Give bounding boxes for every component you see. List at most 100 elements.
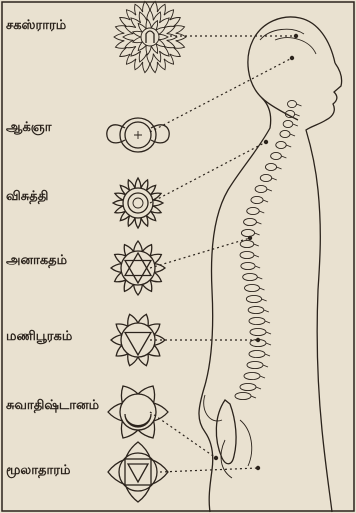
hexagram-triangle: [125, 261, 151, 284]
vertebra: [283, 120, 293, 127]
vertebra: [265, 163, 276, 170]
petal: [164, 40, 175, 47]
vertebra: [240, 383, 256, 390]
petal: [120, 17, 131, 26]
point-ajna: [290, 56, 294, 60]
petal: [120, 48, 131, 57]
petal: [135, 218, 141, 228]
spinous-process: [259, 211, 264, 213]
spinous-process: [254, 244, 259, 246]
label-manipura: மணிபூரகம்: [6, 329, 102, 345]
vertebra: [276, 141, 286, 148]
vertebra: [280, 130, 290, 137]
label-anahata: அனாகதம்: [6, 253, 102, 269]
spinous-process: [265, 321, 270, 323]
petal: [125, 40, 136, 47]
point-sahasrara: [294, 34, 298, 38]
spinous-process: [272, 178, 277, 180]
sixteen-petal-lotus-icon: [113, 178, 163, 228]
downward-triangle: [125, 333, 151, 356]
spinous-process: [281, 156, 286, 158]
vertebra: [250, 328, 266, 335]
six-petal-crescent-lotus-icon: [108, 386, 168, 438]
petal: [125, 485, 150, 502]
point-manipura: [256, 338, 260, 342]
twelve-petal-hexagram-lotus-icon: [111, 241, 165, 295]
spinous-process: [263, 365, 268, 367]
vertebra: [251, 196, 263, 203]
point-anahata: [248, 236, 252, 240]
spinous-process: [266, 332, 271, 334]
point-svadhishthana: [214, 456, 218, 460]
label-vishuddhi: விசுத்தி: [6, 189, 102, 205]
petal: [150, 62, 157, 73]
petal: [138, 23, 146, 32]
spinous-process: [290, 134, 295, 136]
petal: [125, 442, 150, 459]
spinous-process: [297, 104, 302, 106]
label-ajna: ஆக்ஞா: [6, 120, 102, 136]
vertebra: [255, 185, 267, 192]
hexagram-triangle: [125, 253, 151, 276]
spinous-process: [262, 299, 267, 301]
lotus-ring: [121, 251, 155, 285]
sacrum: [216, 400, 236, 464]
label-svadhishthana: சுவாதிஷ்டானம்: [6, 398, 102, 414]
petal: [146, 19, 151, 29]
spinous-process: [260, 376, 265, 378]
petal: [156, 40, 165, 47]
vertebra: [244, 218, 257, 225]
spinous-process: [259, 288, 264, 290]
vertebra: [246, 295, 261, 302]
spinous-process: [286, 145, 291, 147]
petal: [170, 48, 181, 57]
leader-lines: [150, 34, 298, 472]
petal: [134, 284, 143, 295]
vertebra: [244, 372, 260, 379]
petal: [150, 1, 157, 12]
petal: [159, 34, 168, 39]
vertebra: [240, 240, 254, 247]
petal: [108, 459, 125, 484]
spinous-process: [255, 233, 260, 235]
spinous-process: [293, 124, 298, 126]
petal: [111, 264, 122, 273]
brain-outline: [275, 38, 316, 54]
vertebra: [260, 174, 271, 181]
petal: [143, 62, 150, 73]
spinous-process: [264, 310, 269, 312]
human-body-silhouette: [199, 17, 342, 512]
four-petal-square-lotus-icon: [108, 442, 168, 502]
petal: [146, 45, 151, 55]
vertebra: [240, 251, 254, 258]
bija-mark: [146, 31, 154, 43]
spinous-process: [267, 189, 272, 191]
spinous-process: [256, 222, 261, 224]
vertebra: [288, 100, 297, 107]
spinous-process: [257, 277, 262, 279]
vertebra: [247, 207, 260, 214]
vertebra: [241, 262, 255, 269]
vertebra: [243, 273, 258, 280]
vertebra: [241, 229, 254, 236]
vertebra: [245, 284, 260, 291]
vertebra: [235, 392, 251, 399]
spinous-process: [263, 200, 268, 202]
two-petal-lotus-icon: [107, 118, 169, 152]
point-vishuddhi: [264, 140, 268, 144]
petal: [123, 34, 133, 41]
vertebra: [249, 317, 265, 324]
petal: [139, 12, 146, 23]
spinous-process: [277, 167, 282, 169]
petal: [153, 200, 163, 206]
spinous-process: [265, 354, 270, 356]
lotus-core: [133, 198, 143, 208]
petal: [134, 241, 143, 252]
petal: [156, 27, 165, 34]
petal: [143, 1, 150, 12]
crescent-moon: [125, 414, 151, 427]
thousand-petal-lotus-icon: [114, 1, 186, 72]
leader-line-anahata: [150, 238, 250, 268]
lotus-ring: [121, 323, 155, 357]
